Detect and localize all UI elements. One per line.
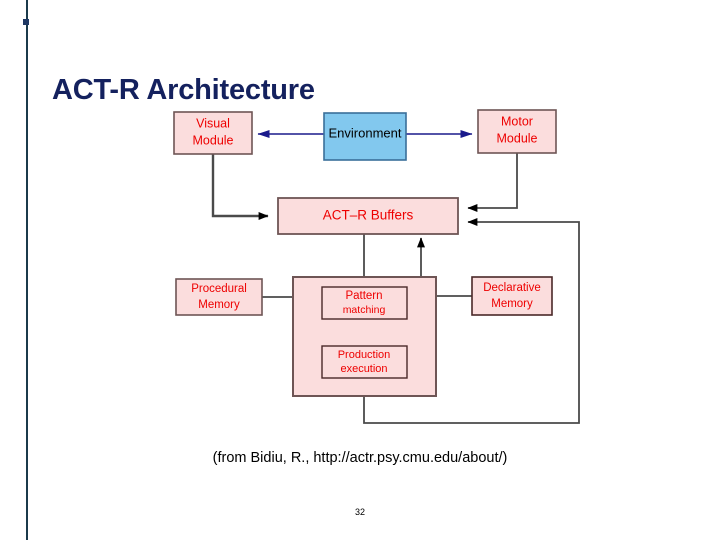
motor-module-label-line2: Module [497, 131, 538, 145]
actr-architecture-diagram: Visual Module Environment Motor Module A… [173, 109, 580, 424]
visual-module-label-line1: Visual [196, 116, 230, 130]
visual-module-label-line2: Module [193, 133, 234, 147]
declarative-memory-label-line1: Declarative [483, 282, 541, 294]
edge-visual-to-buffers [211, 154, 269, 220]
declarative-memory-label-line2: Memory [491, 298, 533, 310]
node-procedural-memory[interactable]: Procedural Memory [175, 278, 263, 316]
node-visual-module[interactable]: Visual Module [173, 111, 253, 155]
motor-module-label-line1: Motor [501, 114, 533, 128]
node-production-execution[interactable]: Production execution [321, 345, 408, 379]
production-execution-label-line2: execution [340, 363, 387, 375]
pattern-matching-label-line1: Pattern [345, 290, 382, 302]
page-title: ACT-R Architecture [52, 74, 315, 106]
pattern-matching-label-line2: matching [343, 304, 386, 316]
node-environment[interactable]: Environment [323, 112, 407, 161]
node-actr-buffers[interactable]: ACT–R Buffers [277, 197, 459, 235]
node-pattern-matching[interactable]: Pattern matching [321, 286, 408, 320]
node-motor-module[interactable]: Motor Module [477, 109, 557, 154]
environment-label: Environment [329, 125, 402, 140]
production-execution-label-line1: Production [338, 349, 391, 361]
procedural-memory-label-line1: Procedural [191, 283, 247, 295]
edge-production-to-buffers [363, 218, 580, 424]
page-number: 32 [354, 507, 365, 517]
actr-buffers-label: ACT–R Buffers [323, 208, 414, 223]
procedural-memory-label-line2: Memory [198, 299, 240, 311]
left-decorative-rule [26, 0, 28, 540]
bullet-square-marker [23, 19, 29, 25]
edge-motor-to-buffers [467, 153, 518, 212]
node-declarative-memory[interactable]: Declarative Memory [471, 276, 553, 316]
source-caption: (from Bidiu, R., http://actr.psy.cmu.edu… [212, 450, 508, 466]
